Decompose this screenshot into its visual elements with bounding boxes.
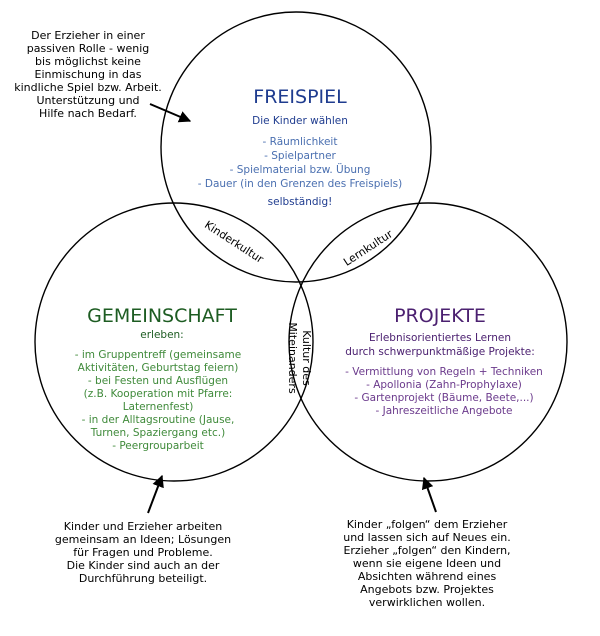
- overlap-center-line1: Kultur des: [300, 330, 313, 386]
- note-bottom-left: Die Kinder sind auch an der: [67, 559, 220, 572]
- gemeinschaft-item: - in der Alltagsroutine (Jause,: [82, 414, 235, 426]
- circle-gemeinschaft: [34, 202, 314, 482]
- projekte-item: - Vermittlung von Regeln + Techniken: [345, 366, 543, 378]
- note-top-left: kindliche Spiel bzw. Arbeit.: [14, 81, 162, 94]
- projekte-item: - Gartenprojekt (Bäume, Beete,...): [354, 392, 533, 404]
- projekte-title: PROJEKTE: [394, 305, 486, 327]
- note-bottom-left: für Fragen und Probleme.: [73, 546, 213, 559]
- overlap-lernkultur: Lernkultur: [341, 227, 395, 269]
- overlap-kinderkultur: Kinderkultur: [202, 218, 266, 266]
- note-bottom-right: wenn sie eigene Ideen und: [353, 557, 501, 570]
- freispiel-item: - Räumlichkeit: [263, 136, 338, 148]
- gemeinschaft-item: Laternenfest): [123, 401, 194, 413]
- arrow-bottom-left: [147, 474, 164, 514]
- gemeinschaft-title: GEMEINSCHAFT: [87, 305, 237, 327]
- freispiel-item: - Dauer (in den Grenzen des Freispiels): [198, 178, 403, 190]
- arrow-bottom-right: [421, 476, 437, 513]
- note-top-left: Unterstützung und: [36, 94, 139, 107]
- projekte-item: - Apollonia (Zahn-Prophylaxe): [366, 379, 522, 391]
- freispiel-title: FREISPIEL: [253, 86, 347, 108]
- note-top-left: passiven Rolle - wenig: [27, 42, 149, 55]
- gemeinschaft-item: - Peergrouparbeit: [112, 440, 204, 452]
- gemeinschaft-subtitle: erleben:: [140, 329, 183, 341]
- note-bottom-left: Durchführung beteiligt.: [79, 572, 207, 585]
- gemeinschaft-item: Aktivitäten, Geburtstag feiern): [78, 362, 239, 374]
- note-top-left: Einmischung in das: [35, 68, 142, 81]
- gemeinschaft-item: Turnen, Spaziergang etc.): [90, 427, 225, 439]
- arrow-top-left: [149, 103, 192, 123]
- note-top-left: bis möglichst keine: [35, 55, 141, 68]
- gemeinschaft-item: - bei Festen und Ausflügen: [88, 375, 228, 387]
- note-top-left: Der Erzieher in einer: [31, 29, 145, 42]
- freispiel-subtitle: Die Kinder wählen: [252, 115, 348, 127]
- freispiel-footer: selbständig!: [268, 196, 333, 208]
- note-bottom-right: und lassen sich auf Neues ein.: [343, 531, 511, 544]
- overlap-center-line2: Miteinanders: [286, 322, 299, 394]
- projekte-item: - Jahreszeitliche Angebote: [375, 405, 512, 417]
- note-bottom-right: Erzieher „folgen“ den Kindern,: [343, 544, 510, 557]
- note-bottom-right: Angebots bzw. Projektes: [360, 583, 494, 596]
- circle-freispiel: [160, 11, 432, 283]
- note-top-left: Hilfe nach Bedarf.: [39, 107, 137, 120]
- note-bottom-left: Kinder und Erzieher arbeiten: [64, 520, 222, 533]
- gemeinschaft-item: (z.B. Kooperation mit Pfarre:: [84, 388, 233, 400]
- note-bottom-right: Kinder „folgen“ dem Erzieher: [347, 518, 508, 531]
- projekte-subtitle: Erlebnisorientiertes Lernen: [369, 332, 511, 344]
- projekte-subtitle: durch schwerpunktmäßige Projekte:: [345, 346, 535, 358]
- note-bottom-right: verwirklichen wollen.: [369, 596, 485, 609]
- note-bottom-left: gemeinsam an Ideen; Lösungen: [55, 533, 231, 546]
- gemeinschaft-item: - im Gruppentreff (gemeinsame: [75, 349, 241, 361]
- freispiel-item: - Spielpartner: [264, 150, 336, 162]
- freispiel-item: - Spielmaterial bzw. Übung: [230, 163, 371, 176]
- note-bottom-right: Absichten während eines: [358, 570, 497, 583]
